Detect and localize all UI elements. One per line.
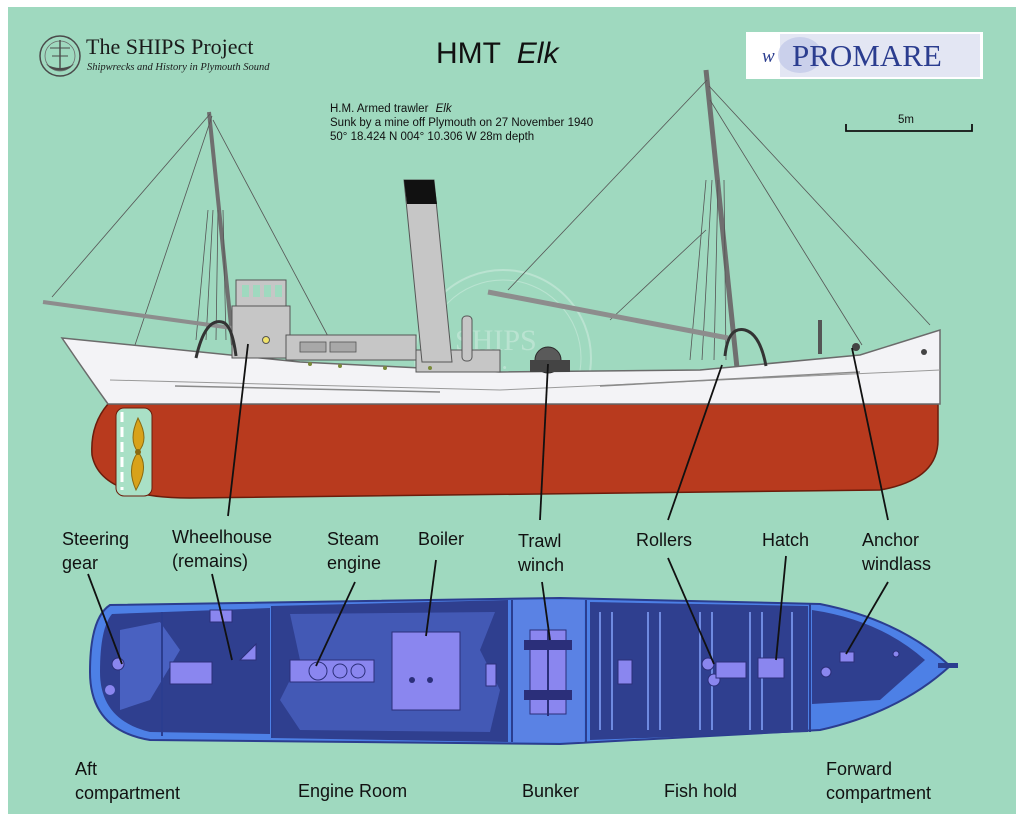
compartment-labels: Aft compartment Engine Room Bunker Fish … [75, 759, 931, 803]
scale-bar-label: 5m [898, 114, 914, 126]
compartment-aft: Aft compartment [75, 759, 180, 803]
compartment-engine-room: Engine Room [298, 781, 407, 801]
propeller-icon [131, 416, 145, 492]
deck-structures [194, 179, 927, 374]
title-ship-name: Elk [517, 37, 561, 70]
org-title: The SHIPS Project [86, 34, 253, 59]
trawl-winch-plan [524, 629, 572, 716]
info-line-2: Sunk by a mine off Plymouth on 27 Novemb… [330, 117, 593, 129]
promare-logo-mark: w [762, 46, 775, 67]
label-trawl-winch: Trawl winch [517, 531, 566, 575]
wreck-info: H.M. Armed trawler Elk Sunk by a mine of… [330, 103, 593, 143]
rigging [42, 69, 931, 369]
compartment-fish-hold: Fish hold [664, 781, 737, 801]
component-labels: Steering gear Wheelhouse (remains) Steam… [62, 527, 931, 575]
scale-bar: 5m [845, 114, 973, 132]
info-line-3: 50° 18.424 N 004° 10.306 W 28m depth [330, 131, 534, 143]
label-boiler: Boiler [418, 529, 464, 549]
deck-plan [88, 596, 958, 746]
org-subtitle: Shipwrecks and History in Plymouth Sound [87, 62, 270, 73]
hull-white-topsides [60, 328, 941, 405]
ships-project-logo: The SHIPS Project Shipwrecks and History… [39, 34, 270, 77]
steam-engine-plan [289, 659, 375, 683]
rollers-plan [701, 657, 747, 687]
label-steering-gear: Steering gear [62, 529, 134, 573]
compartment-bunker: Bunker [522, 781, 579, 801]
hull-profile [60, 328, 941, 499]
boiler-plan [391, 631, 461, 711]
page-title: HMT Elk [436, 37, 560, 70]
promare-logo-text: PROMARE [792, 38, 942, 73]
label-hatch: Hatch [762, 530, 809, 550]
label-rollers: Rollers [636, 530, 692, 550]
ship-compass-icon [39, 35, 81, 77]
steering-gear-plan [111, 657, 125, 671]
label-wheelhouse: Wheelhouse (remains) [172, 527, 277, 571]
hatch-plan [757, 657, 785, 679]
leader-lines [87, 343, 889, 667]
promare-logo: w PROMARE [746, 32, 983, 79]
label-anchor-windlass: Anchor windlass [861, 530, 931, 574]
compartment-forward: Forward compartment [826, 759, 931, 803]
hull-red-bottom [91, 403, 939, 499]
info-line-1: H.M. Armed trawler Elk [330, 103, 453, 115]
title-prefix: HMT [436, 37, 501, 70]
label-steam-engine: Steam engine [327, 529, 384, 573]
